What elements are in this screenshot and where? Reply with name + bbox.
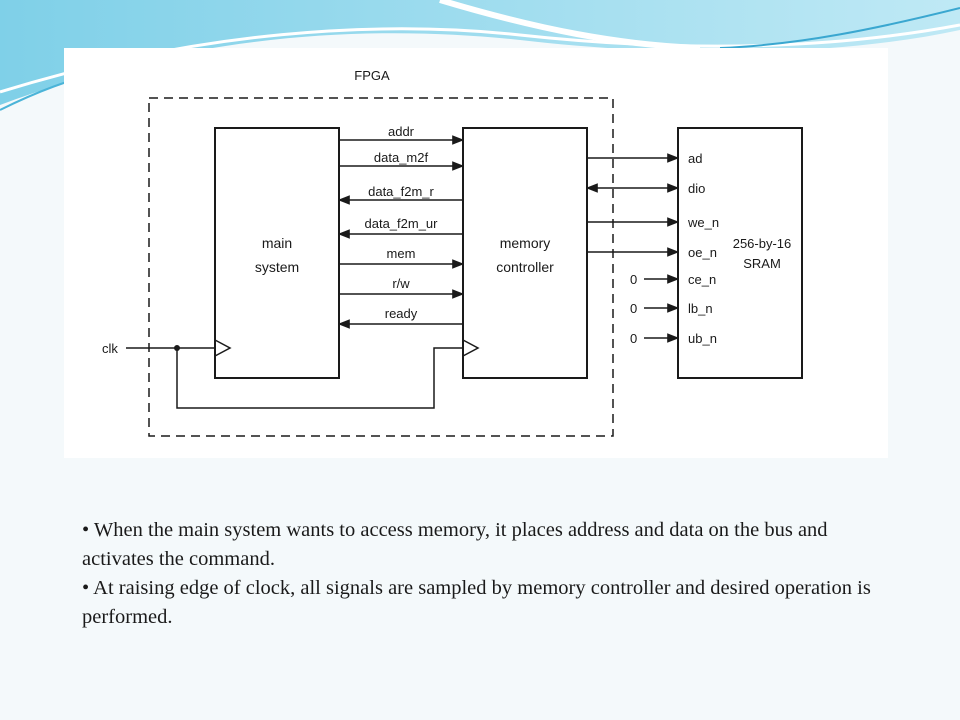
main-system-label-line2: system [255,259,299,275]
sram-port-dio: dio [688,181,705,196]
fpga-memory-diagram: FPGA main system memory controller 256-b… [102,68,803,437]
main-system-label-line1: main [262,235,292,251]
ub-n-tie-value: 0 [630,331,637,346]
sram-port-ce-n: ce_n [688,272,716,287]
signal-mem-label: mem [387,246,416,261]
signal-data-f2m-r-label: data_f2m_r [368,184,434,199]
main-system-block [214,127,340,379]
clk-label: clk [102,341,118,356]
sram-port-lb-n: lb_n [688,301,713,316]
fpga-label: FPGA [354,68,390,83]
fpga-boundary [148,97,614,437]
sram-label-line2: SRAM [743,256,781,271]
sram-port-oe-n: oe_n [688,245,717,260]
sram-port-we-n: we_n [687,215,719,230]
bullet-notes: • When the main system wants to access m… [82,516,882,632]
signal-data-f2m-ur-label: data_f2m_ur [365,216,439,231]
ce-n-tie-value: 0 [630,272,637,287]
sram-port-ad: ad [688,151,702,166]
bullet-item: • When the main system wants to access m… [82,519,828,570]
signal-data-m2f-label: data_m2f [374,150,429,165]
signal-addr-label: addr [388,124,415,139]
memory-controller-block [462,127,588,379]
bullet-item: • At raising edge of clock, all signals … [82,577,871,628]
signal-ready-label: ready [385,306,418,321]
clk-wire-controller [176,347,463,409]
sram-label-line1: 256-by-16 [733,236,792,251]
sram-block [677,127,803,379]
memory-controller-label-line1: memory [500,235,551,251]
main-system-clock-input [214,339,232,357]
memory-controller-clock-input [462,339,480,357]
lb-n-tie-value: 0 [630,301,637,316]
signal-rw-label: r/w [392,276,410,291]
diagram-panel: FPGA main system memory controller 256-b… [64,48,888,458]
sram-port-ub-n: ub_n [688,331,717,346]
memory-controller-label-line2: controller [496,259,554,275]
